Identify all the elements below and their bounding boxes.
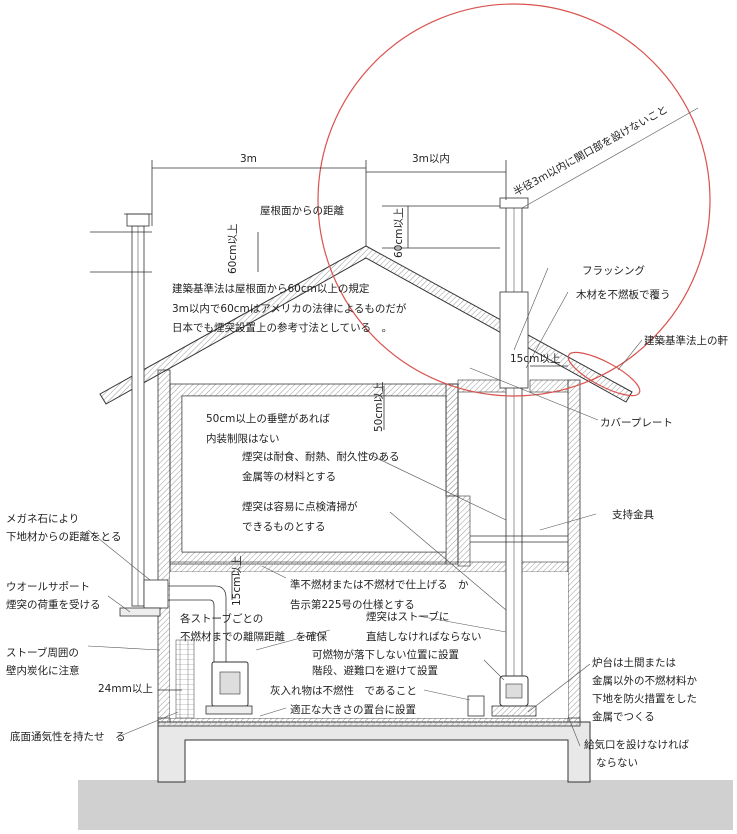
- brick-wall: [175, 639, 195, 719]
- right-inner-wall: [445, 383, 459, 497]
- dim-right-3m: 3m以内: [412, 152, 450, 165]
- svg-text:ウオールサポート: ウオールサポート: [6, 581, 90, 593]
- floor-slab: [157, 717, 581, 727]
- svg-text:不燃材までの離隔距離 を確保: 不燃材までの離隔距離 を確保: [180, 630, 327, 643]
- roof-distance-label: 屋根面からの距離: [260, 204, 344, 217]
- hearth-label: 炉台は土間または 金属以外の不燃材料か 下地を防火措置をした 金属でつくる: [592, 656, 697, 723]
- foundation: [157, 721, 591, 783]
- svg-text:準不燃材または不燃材で仕上げる か: 準不燃材または不燃材で仕上げる か: [290, 578, 469, 591]
- chimney-chase: [499, 291, 529, 389]
- right-chimney-cap: [499, 197, 529, 209]
- left-stove: [205, 661, 253, 715]
- eave-highlight: [567, 351, 641, 397]
- dim-15cm-ceiling: 15cm以上: [231, 556, 243, 606]
- dim-24mm: 24mm以上: [98, 683, 153, 695]
- eave-label: 建築基準法上の軒: [644, 334, 728, 347]
- chimney-cleaning-note: 煙突は容易に点検清掃が できるものとする: [242, 500, 358, 533]
- ground: [78, 780, 733, 830]
- left-chimney-cap: [126, 213, 150, 227]
- svg-text:煙突はストーブに: 煙突はストーブに: [366, 610, 449, 623]
- carbonization-label: ストーブ周囲の 壁内炭化に注意: [6, 646, 80, 677]
- wall-thimble: [143, 579, 169, 609]
- svg-text:できるものとする: できるものとする: [242, 521, 325, 533]
- svg-text:炉台は土間または: 炉台は土間または: [592, 656, 676, 669]
- flashing-label: フラッシング: [582, 264, 645, 277]
- svg-text:給気口を設けなければ: 給気口を設けなければ: [584, 738, 689, 751]
- svg-text:可燃物が落下しない位置に設置: 可燃物が落下しない位置に設置: [312, 648, 459, 661]
- support-bracket-label: 支持金具: [612, 508, 654, 521]
- cover-plate-label: カバープレート: [600, 417, 673, 429]
- svg-text:煙突の荷重を受ける: 煙突の荷重を受ける: [6, 598, 101, 611]
- ash-bucket: [467, 695, 485, 717]
- dim-left-60cm: 60cm以上: [227, 224, 239, 274]
- chimney-material-note: 煙突は耐食、耐熱、耐久性のある 金属等の材料とする: [242, 450, 400, 483]
- right-stove: [491, 675, 537, 717]
- svg-text:直結しなければならない: 直結しなければならない: [366, 630, 482, 643]
- svg-text:各ストーブごとの: 各ストーブごとの: [180, 612, 263, 625]
- wall-support: [119, 607, 161, 617]
- svg-text:壁内炭化に注意: 壁内炭化に注意: [6, 664, 80, 677]
- dim-right-60cm: 60cm以上: [393, 208, 405, 258]
- svg-text:3m以内で60cmはアメリカの法律によるものだが: 3m以内で60cmはアメリカの法律によるものだが: [172, 302, 407, 315]
- semi-noncombustible-note: 準不燃材または不燃材で仕上げる か 告示第225号の仕様とする: [290, 578, 469, 611]
- left-wall: [157, 369, 171, 723]
- three-meter-radius-circle: [317, 3, 711, 397]
- svg-text:金属等の材料とする: 金属等の材料とする: [242, 470, 336, 483]
- right-wall: [567, 379, 581, 723]
- svg-text:煙突は耐食、耐熱、耐久性のある: 煙突は耐食、耐熱、耐久性のある: [242, 450, 400, 463]
- stove-clearance-note: 各ストーブごとの 不燃材までの離隔距離 を確保: [180, 612, 327, 643]
- wall-support-label: ウオールサポート 煙突の荷重を受ける: [6, 581, 101, 611]
- svg-text:告示第225号の仕様とする: 告示第225号の仕様とする: [290, 598, 415, 611]
- svg-text:下地材からの距離をとる: 下地材からの距離をとる: [6, 530, 122, 543]
- hearth-plate-note: 適正な大きさの置台に設置: [290, 703, 416, 716]
- svg-text:50cm以上の垂壁があれば: 50cm以上の垂壁があれば: [206, 412, 330, 425]
- radius-note: 半径3m以内に開口部を設けないこと: [511, 103, 670, 199]
- svg-text:金属以外の不燃材料か: 金属以外の不燃材料か: [592, 674, 697, 687]
- dim-left-3m: 3m: [240, 153, 257, 165]
- svg-text:内装制限はない: 内装制限はない: [206, 432, 280, 445]
- stair-wall: [457, 495, 471, 567]
- svg-text:日本でも煙突設置上の参考寸法としている 。: 日本でも煙突設置上の参考寸法としている 。: [172, 321, 392, 334]
- air-inlet-label: 給気口を設けなければ ならない: [584, 738, 689, 769]
- svg-text:煙突は容易に点検清掃が: 煙突は容易に点検清掃が: [242, 500, 358, 513]
- noncombustible-cover-label: 木材を不燃板で覆う: [576, 288, 671, 301]
- svg-text:メガネ石により: メガネ石により: [6, 513, 79, 525]
- left-stovepipe: [144, 585, 227, 690]
- svg-text:ならない: ならない: [596, 757, 638, 769]
- megane-label: メガネ石により 下地材からの距離をとる: [6, 513, 122, 543]
- ash-container-note: 灰入れ物は不燃性 であること: [270, 684, 417, 697]
- building-code-note: 建築基準法は屋根面から60cm以上の規定 3m以内で60cmはアメリカの法律によ…: [172, 282, 407, 334]
- svg-text:建築基準法は屋根面から60cm以上の規定: 建築基準法は屋根面から60cm以上の規定: [172, 282, 370, 295]
- upper-interior: [181, 395, 447, 553]
- hanging-wall-note: 50cm以上の垂壁があれば 内装制限はない: [206, 412, 330, 445]
- floor-vent-note: 底面通気性を持たせ る: [10, 730, 126, 743]
- ceiling-slab-right2: [529, 379, 569, 393]
- placement-note: 可燃物が落下しない位置に設置 階段、避難口を避けて設置: [312, 648, 459, 677]
- svg-text:ストーブ周囲の: ストーブ周囲の: [6, 646, 79, 659]
- dim-50cm-wall: 50cm以上: [373, 382, 385, 432]
- dim-15cm-eave: 15cm以上: [510, 353, 560, 365]
- svg-text:下地を防火措置をした: 下地を防火措置をした: [592, 692, 697, 705]
- svg-text:金属でつくる: 金属でつくる: [592, 710, 655, 723]
- svg-text:階段、避難口を避けて設置: 階段、避難口を避けて設置: [312, 664, 438, 677]
- direct-connect-note: 煙突はストーブに 直結しなければならない: [366, 610, 482, 643]
